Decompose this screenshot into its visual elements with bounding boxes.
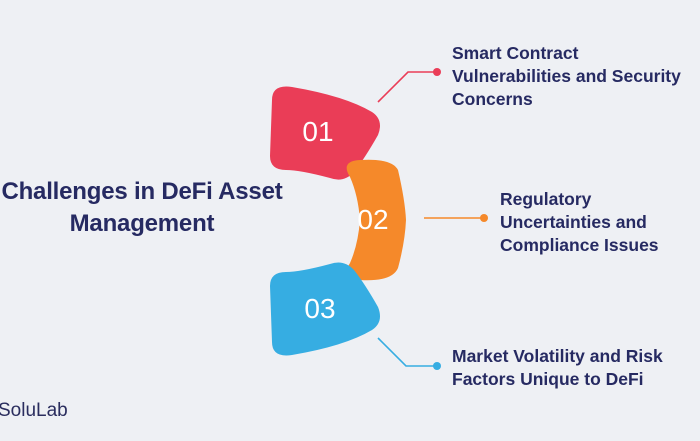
- brand-logo: SoluLab: [0, 400, 68, 421]
- segment-03-number: 03: [304, 293, 335, 324]
- item-02-text: Regulatory Uncertainties and Compliance …: [500, 189, 659, 255]
- connector-03-dot: [433, 362, 441, 370]
- connector-01: [377, 71, 436, 103]
- segment-03: [270, 262, 380, 356]
- item-03-text: Market Volatility and Risk Factors Uniqu…: [452, 346, 663, 389]
- connector-02-dot: [480, 214, 488, 222]
- segment-02-number: 02: [357, 204, 388, 235]
- segment-01-number: 01: [302, 116, 333, 147]
- connector-03: [377, 337, 436, 367]
- segment-02: [346, 159, 406, 281]
- connector-01-dot: [433, 68, 441, 76]
- item-01-text: Smart Contract Vulnerabilities and Secur…: [452, 43, 681, 109]
- diagram-title: Challenges in DeFi Asset Management: [1, 178, 283, 237]
- segment-01: [270, 86, 380, 180]
